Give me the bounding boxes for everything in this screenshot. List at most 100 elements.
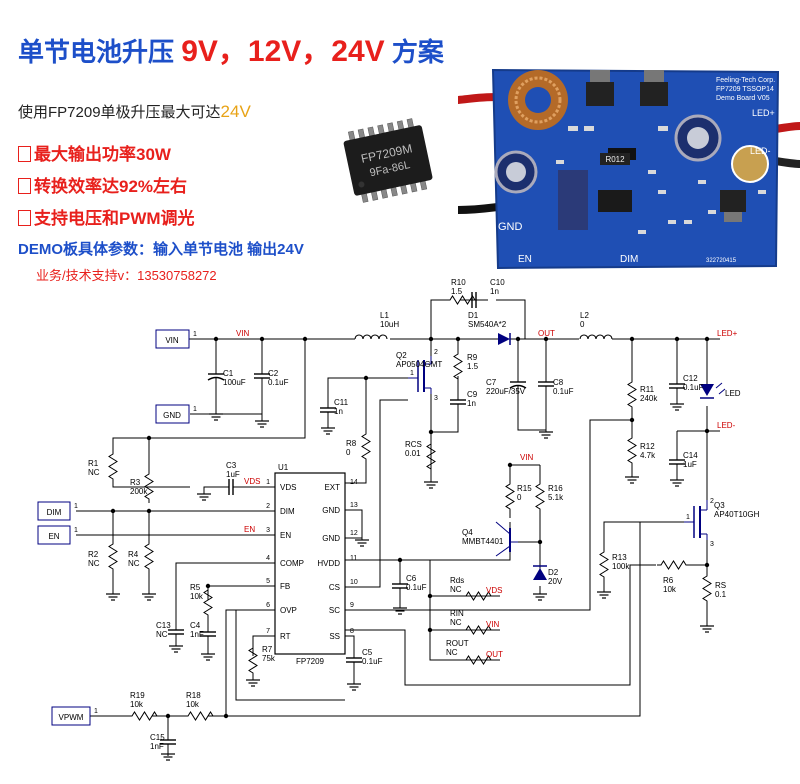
led-icon (700, 382, 726, 399)
pin-number: 7 (266, 628, 270, 635)
value-rds: NC (450, 585, 462, 594)
pin-number: 2 (710, 498, 714, 505)
feature-item: 最大输出功率30W (18, 140, 171, 165)
board-corp: Feeling-Tech Corp. (716, 77, 775, 84)
designator-c9: C9 (467, 390, 478, 399)
designator-r2: R2 (88, 550, 99, 559)
resistor-r16 (535, 479, 545, 514)
designator-c4: C4 (190, 621, 201, 630)
junctions (110, 336, 710, 719)
designator-r15: R15 (517, 484, 532, 493)
inductor-l1 (354, 334, 388, 340)
designator-q4: Q4 (462, 528, 473, 537)
value-q3: AP40T10GH (714, 510, 760, 519)
intro-text: 使用FP7209单极升压最大可达 (18, 104, 221, 121)
pin-number: 2 (434, 349, 438, 356)
resistor-rs (702, 571, 712, 606)
pin-name: GND (322, 506, 340, 515)
value-l1: 10uH (380, 320, 399, 329)
net-vds-rds: VDS (486, 586, 502, 595)
value-c11: 1n (334, 407, 343, 416)
port-vin-label: VIN (165, 336, 179, 345)
resistor-r15 (505, 479, 515, 514)
value-r5: 10k (190, 592, 204, 601)
board-model: FP7209 TSSOP14 (716, 86, 774, 93)
designator-r5: R5 (190, 583, 201, 592)
pin-name: COMP (280, 559, 304, 568)
designator-c8: C8 (553, 378, 564, 387)
value-r18: 10k (186, 700, 200, 709)
chip-image: FP7209M 9Fa-86L (343, 118, 433, 203)
value-r12: 4.7k (640, 451, 656, 460)
pin-number: 3 (434, 395, 438, 402)
capacitor-c3 (216, 478, 246, 496)
pin-number: 1 (266, 479, 270, 486)
port-gnd (155, 404, 190, 424)
pin-number: 13 (350, 502, 358, 509)
designator-r1: R1 (88, 459, 99, 468)
pin-name: FB (280, 582, 290, 591)
designator-c5: C5 (362, 648, 373, 657)
value-rout: NC (446, 648, 458, 657)
capacitor-c8 (537, 369, 555, 399)
designator-r19: R19 (130, 691, 145, 700)
feature-item: 支持电压和PWM调光 (18, 204, 195, 229)
value-c2: 0.1uF (268, 378, 289, 387)
net-out-rout: OUT (486, 650, 503, 659)
designator-q3: Q3 (714, 501, 725, 510)
resistor-r11 (627, 377, 637, 412)
pin-name: RT (280, 632, 291, 641)
board-gnd: GND (498, 221, 523, 233)
value-r19: 10k (130, 700, 144, 709)
pin-number: 6 (266, 602, 270, 609)
net-led-minus: LED- (717, 421, 736, 430)
pin-name: EN (280, 531, 291, 540)
pin-number: 14 (350, 479, 358, 486)
designator-d2: D2 (548, 568, 559, 577)
net-vds: VDS (244, 477, 260, 486)
diode-d1 (498, 333, 511, 345)
pin-number: 9 (350, 602, 354, 609)
resistor-r13 (599, 547, 609, 582)
value-r8: 0 (346, 448, 351, 457)
designator-c10: C10 (490, 278, 505, 287)
designator-c1: C1 (223, 369, 234, 378)
value-c10: 1n (490, 287, 499, 296)
value-rs: 0.1 (715, 590, 727, 599)
value-r2: NC (88, 559, 100, 568)
pin-number: 3 (266, 527, 270, 534)
board-en: EN (518, 254, 532, 265)
port-gnd-label: GND (163, 411, 181, 420)
designator-rout: ROUT (446, 639, 469, 648)
value-c6: 0.1uF (406, 583, 427, 592)
pin-number: 10 (350, 579, 358, 586)
resistor-r12 (627, 433, 637, 468)
designator-r7: R7 (262, 645, 273, 654)
schematic: VINGNDDIMENVPWM11111VINOUTLED+LED-VDSENV… (37, 278, 760, 761)
checkbox-icon (18, 146, 31, 162)
net-vin-q4: VIN (520, 453, 534, 462)
pin-number: 1 (193, 406, 197, 413)
pin-name: GND (322, 534, 340, 543)
mosfet-q2 (408, 356, 432, 394)
value-l2: 0 (580, 320, 585, 329)
designator-c14: C14 (683, 451, 698, 460)
value-d2: 20V (548, 577, 563, 586)
pin-name: VDS (280, 483, 296, 492)
value-c1: 100uF (223, 378, 246, 387)
feature-item: 转换效率达92%左右 (18, 172, 187, 197)
pin-number: 1 (686, 514, 690, 521)
designator-r3: R3 (130, 478, 141, 487)
port-dim (37, 501, 71, 521)
board-name: Demo Board V05 (716, 95, 770, 102)
designator-c15: C15 (150, 733, 165, 742)
board-led-minus: LED- (750, 146, 771, 156)
title-suffix: 方案 (384, 37, 444, 67)
diode-d2 (533, 565, 547, 580)
board-code: 322720415 (706, 258, 737, 264)
pin-name: SS (329, 632, 340, 641)
value-c13: NC (156, 630, 168, 639)
pin-number: 4 (266, 555, 270, 562)
value-c14: 1uF (683, 460, 697, 469)
resistor-r6 (656, 560, 691, 570)
